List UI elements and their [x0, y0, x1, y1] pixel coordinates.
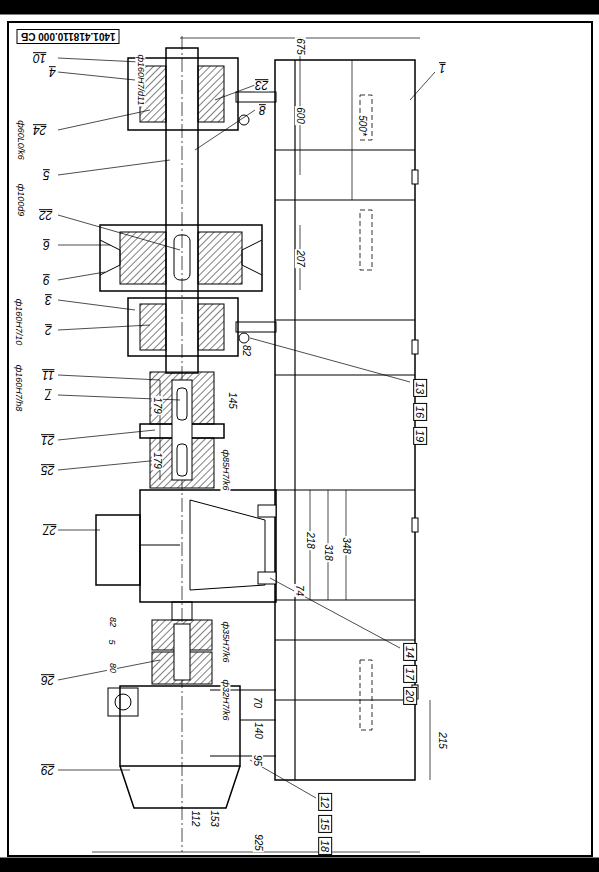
dimension: 600: [295, 106, 306, 125]
dimension: 215: [437, 731, 448, 750]
dimension: 153: [209, 809, 220, 828]
dimension: ф160H7/10: [13, 298, 23, 347]
callout-number: 19: [413, 427, 427, 445]
dimension: ф160H7/d11: [135, 54, 145, 107]
callout-number: 1: [438, 61, 447, 74]
dimension: 145: [227, 391, 238, 410]
callout-number: 12: [318, 793, 332, 811]
callout-number: 3: [44, 293, 53, 306]
dimension: 179: [152, 451, 163, 470]
dimension: 112: [190, 809, 201, 827]
dimension: 5: [107, 638, 117, 645]
callout-number: 23: [254, 78, 269, 91]
dimension: 500*: [356, 114, 367, 137]
callout-number: 10: [32, 51, 47, 64]
dimension: ф160H7/h8: [13, 364, 23, 413]
callout-number: 25: [40, 463, 55, 476]
callout-number: 15: [318, 815, 332, 833]
callout-number: 29: [40, 763, 55, 776]
dimension: 80: [107, 662, 117, 674]
callout-number: 2: [44, 323, 53, 336]
dimension: 318: [323, 543, 334, 562]
dimension: 95: [253, 753, 264, 766]
dimension: 218: [305, 531, 316, 550]
callout-number: 9: [42, 273, 51, 286]
dimension: ф85H7/k6: [221, 448, 231, 491]
drawing-number: 1401.418110.000 СБ: [17, 29, 120, 44]
callout-number: 6: [42, 238, 51, 251]
callout-number: 8: [258, 103, 267, 116]
dimension: ф100d9: [15, 183, 25, 218]
callout-number: 22: [38, 208, 53, 221]
dimension: 82: [242, 343, 253, 356]
callout-number: 13: [413, 379, 427, 397]
callout-number: 5: [42, 168, 51, 181]
dimension: 179: [152, 396, 163, 415]
callout-number: 24: [32, 123, 47, 136]
dimension: 925: [253, 833, 264, 852]
callout-number: 26: [40, 673, 55, 686]
callout-number: 20: [403, 687, 417, 705]
callout-number: 11: [41, 368, 55, 381]
dimension: 140: [253, 721, 264, 740]
callout-number: 7: [44, 388, 53, 401]
callout-number: 17: [403, 665, 417, 683]
callout-number: 14: [403, 643, 417, 661]
dimension: ф60L0/k6: [15, 119, 25, 161]
callout-number: 4: [48, 65, 57, 78]
dimension: ф32H7/k6: [221, 678, 231, 721]
callout-number: 16: [413, 403, 427, 421]
dimension: ф35H7/k6: [221, 620, 231, 663]
callout-number: 18: [318, 837, 332, 855]
dimension: 348: [341, 536, 352, 555]
dimension: 70: [253, 695, 264, 708]
dimension: 675: [295, 37, 306, 56]
dimension: 207: [295, 249, 306, 268]
dimension: 74: [295, 583, 306, 596]
callout-number: 21: [40, 433, 55, 446]
dimension: 82: [107, 616, 117, 628]
callout-number: 27: [42, 523, 57, 536]
